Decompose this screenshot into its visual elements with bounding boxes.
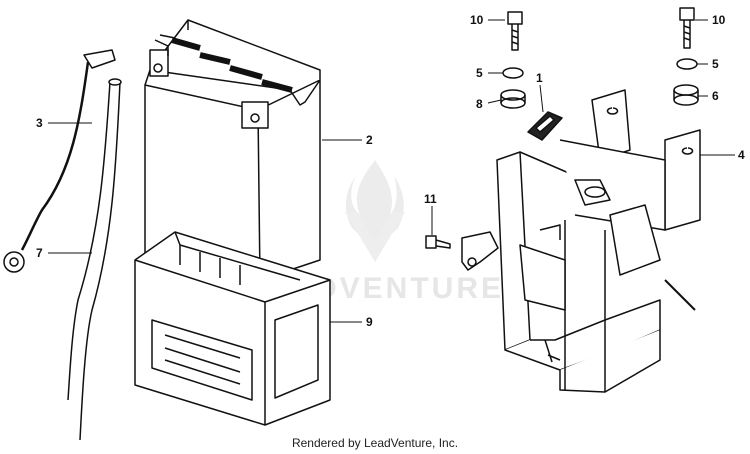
collar-right <box>676 58 698 70</box>
v-logo-icon <box>345 212 405 262</box>
callout-5-left: 5 <box>476 66 483 80</box>
collar-left <box>502 67 524 79</box>
battery-case <box>134 231 331 426</box>
callout-8: 8 <box>476 97 483 111</box>
negative-cable <box>3 49 116 273</box>
callout-10-right: 10 <box>712 13 726 27</box>
flame-logo-icon <box>345 160 404 250</box>
footer-credit: Rendered by LeadVenture, Inc. <box>291 436 459 450</box>
breather-tube <box>67 78 122 441</box>
callout-3: 3 <box>36 116 43 130</box>
callout-11: 11 <box>424 192 437 206</box>
callout-4: 4 <box>738 148 745 162</box>
callout-labels: 10 10 5 5 1 8 6 3 2 4 11 7 9 <box>36 13 745 329</box>
bolt-left <box>507 11 523 51</box>
grommet <box>527 111 563 141</box>
cushion-left <box>500 89 526 109</box>
callout-7: 7 <box>36 246 43 260</box>
callout-1: 1 <box>536 71 543 85</box>
callout-6: 6 <box>712 89 719 103</box>
leader-lines <box>48 19 735 323</box>
callout-5-right: 5 <box>712 57 719 71</box>
callout-2: 2 <box>366 133 373 147</box>
holder-stud <box>664 279 696 311</box>
cushion-right <box>673 84 699 106</box>
callout-9: 9 <box>366 315 373 329</box>
battery <box>144 19 321 281</box>
bolt-right <box>679 7 695 49</box>
clip-bolt <box>425 231 499 271</box>
callout-10-left: 10 <box>470 13 484 27</box>
battery-holder <box>496 89 701 393</box>
